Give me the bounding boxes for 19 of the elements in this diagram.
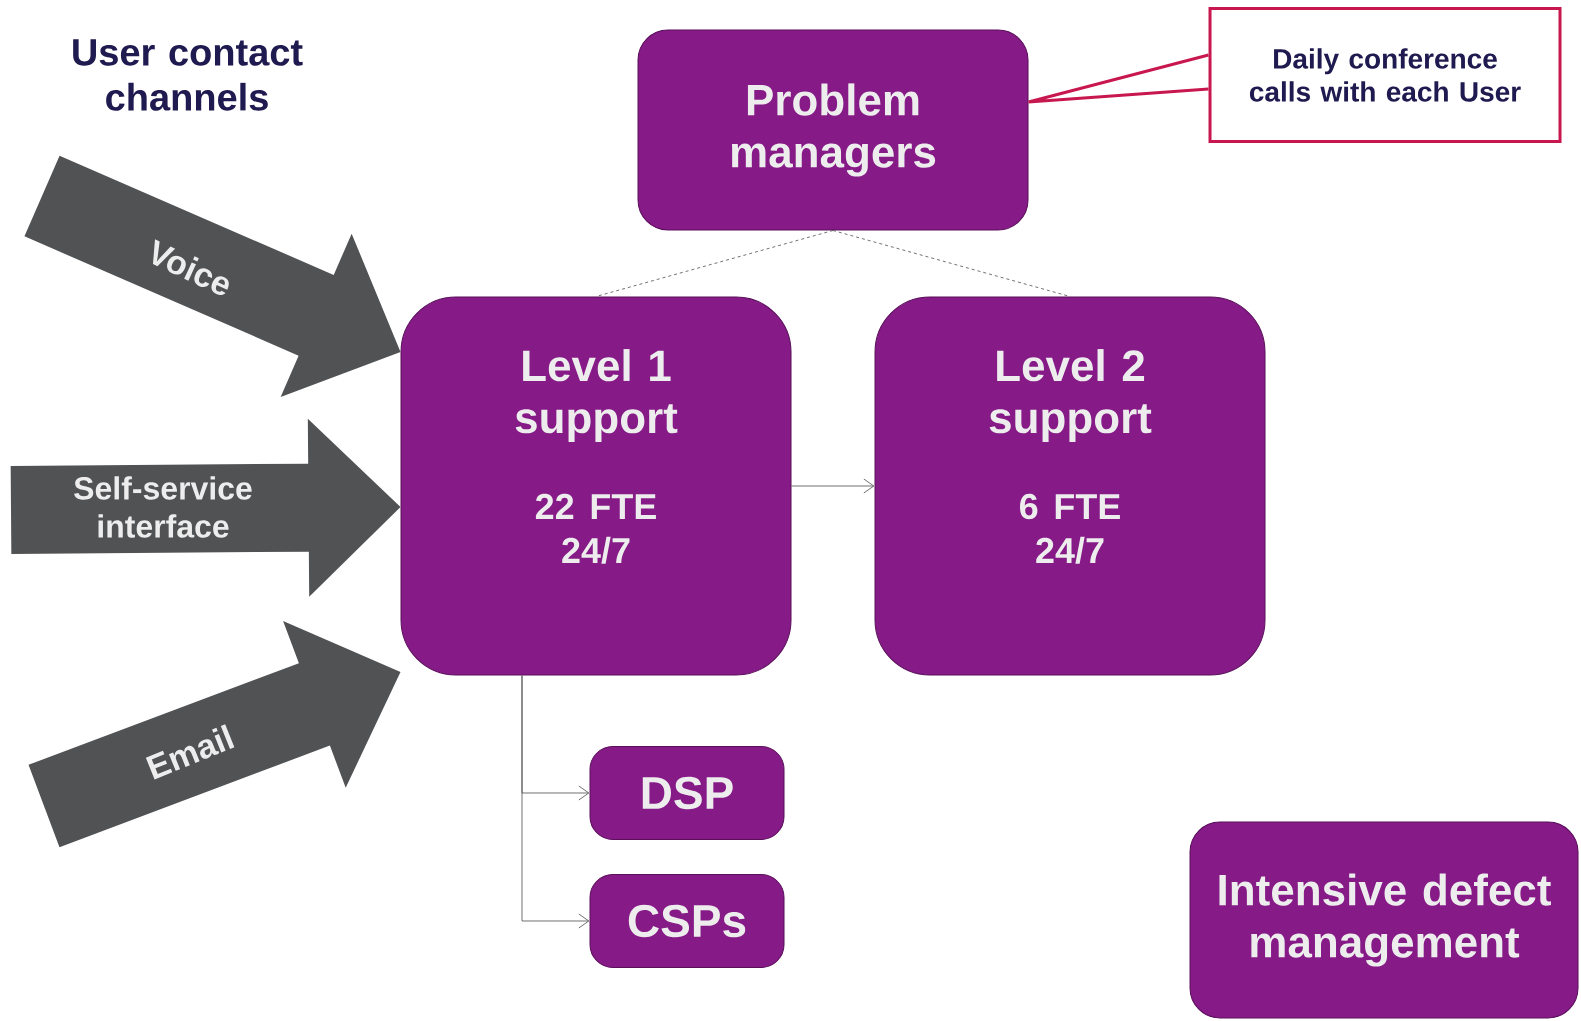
edge-label: Voice — [152, 239, 229, 296]
callout-box: Daily conference calls with each User — [1208, 7, 1562, 143]
channel-arrow — [10, 418, 401, 597]
support-box: Level 2 support 6 FTE 24/7 — [874, 296, 1266, 676]
dashed-line — [595, 230, 834, 297]
arrow — [521, 675, 590, 929]
process-box: Problem managers — [637, 29, 1029, 231]
process-box: DSP — [589, 746, 785, 840]
channel-arrow — [24, 155, 401, 397]
process-box: Intensive defect management — [1189, 821, 1579, 1019]
edge-label: Email — [145, 724, 235, 780]
channel-arrow — [28, 621, 401, 848]
arrow — [791, 478, 875, 494]
callout-pointer — [1027, 53, 1210, 104]
process-box: CSPs — [589, 874, 785, 968]
edge-label: Self-service interface — [74, 476, 252, 538]
dashed-line — [832, 230, 1071, 297]
support-box: Level 1 support 22 FTE 24/7 — [400, 296, 792, 676]
heading: User contact channels — [73, 39, 303, 111]
